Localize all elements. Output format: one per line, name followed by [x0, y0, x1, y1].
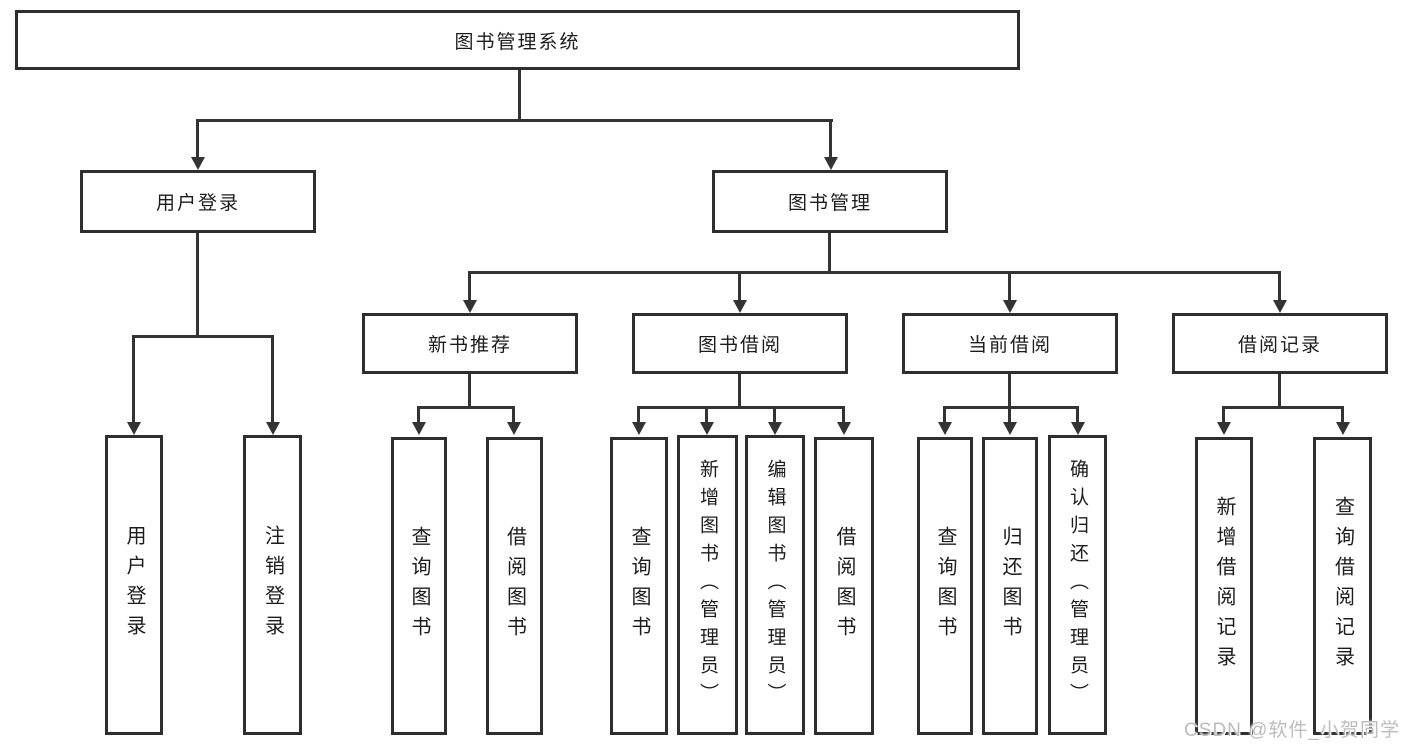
connector-line	[196, 233, 199, 338]
connector-line	[1278, 374, 1281, 408]
connector-line	[842, 406, 845, 424]
node-borrow-records-label: 借阅记录	[1237, 335, 1322, 356]
leaf-query-books-current: 查询图书	[917, 437, 973, 735]
leaf-query-borrow-record-label: 查询借阅记录	[1331, 496, 1354, 676]
connector-line	[132, 335, 135, 424]
leaf-logout-label: 注销登录	[261, 525, 284, 645]
arrow-down-icon	[266, 422, 280, 435]
arrow-down-icon	[700, 422, 714, 435]
arrow-down-icon	[1273, 300, 1287, 313]
connector-line	[1076, 406, 1079, 424]
leaf-borrow-books-label: 借阅图书	[833, 526, 855, 646]
leaf-borrow-books-recommend: 借阅图书	[486, 437, 543, 735]
connector-line	[468, 271, 1281, 274]
connector-line	[196, 119, 199, 160]
connector-line	[1278, 271, 1281, 302]
leaf-query-borrow-record: 查询借阅记录	[1313, 437, 1372, 735]
connector-line	[1341, 406, 1344, 424]
arrow-down-icon	[412, 422, 426, 435]
arrow-down-icon	[1003, 300, 1017, 313]
node-book-borrow: 图书借阅	[632, 313, 848, 374]
connector-line	[943, 406, 946, 424]
arrow-down-icon	[1003, 422, 1017, 435]
arrow-down-icon	[1071, 422, 1085, 435]
connector-line	[196, 119, 833, 122]
connector-line	[1008, 374, 1011, 408]
arrow-down-icon	[768, 422, 782, 435]
leaf-query-books-label: 查询图书	[628, 526, 650, 646]
connector-line	[1008, 271, 1011, 302]
leaf-edit-book-admin: 编辑图书（管理员）	[745, 435, 805, 735]
connector-line	[637, 406, 640, 424]
leaf-logout: 注销登录	[243, 435, 302, 735]
leaf-query-books-borrow: 查询图书	[610, 437, 668, 735]
connector-line	[468, 271, 471, 302]
connector-line	[738, 271, 741, 302]
leaf-user-login-label: 用户登录	[123, 525, 145, 645]
arrow-down-icon	[938, 422, 952, 435]
node-new-book-recommend: 新书推荐	[362, 313, 578, 374]
connector-line	[1222, 406, 1225, 424]
node-book-management-label: 图书管理	[787, 193, 872, 214]
connector-line	[1008, 406, 1011, 424]
leaf-edit-book-admin-label: 编辑图书（管理员）	[764, 459, 786, 711]
connector-line	[468, 374, 471, 408]
leaf-return-book: 归还图书	[982, 437, 1038, 735]
leaf-return-book-label: 归还图书	[999, 526, 1021, 646]
connector-line	[1222, 406, 1344, 409]
leaf-borrow-books-borrow: 借阅图书	[814, 437, 874, 735]
arrow-down-icon	[463, 300, 477, 313]
connector-line	[637, 406, 845, 409]
node-current-borrow: 当前借阅	[902, 313, 1118, 374]
arrow-down-icon	[1336, 422, 1350, 435]
connector-line	[512, 406, 515, 424]
csdn-watermark: CSDN @软件_小贺同学	[1184, 720, 1400, 741]
leaf-query-books-recommend: 查询图书	[391, 437, 447, 735]
arrow-down-icon	[507, 422, 521, 435]
leaf-confirm-return-admin: 确认归还（管理员）	[1048, 435, 1107, 735]
arrow-down-icon	[191, 157, 205, 170]
node-borrow-records: 借阅记录	[1172, 313, 1388, 374]
leaf-add-borrow-record-label: 新增借阅记录	[1213, 496, 1235, 676]
node-book-borrow-label: 图书借阅	[697, 335, 782, 356]
connector-line	[271, 335, 274, 424]
arrow-down-icon	[733, 300, 747, 313]
arrow-down-icon	[837, 422, 851, 435]
connector-line	[705, 406, 708, 424]
leaf-query-books-label: 查询图书	[408, 526, 430, 646]
connector-line	[773, 406, 776, 424]
node-book-management: 图书管理	[712, 170, 948, 233]
node-root-label: 图书管理系统	[454, 31, 581, 53]
leaf-query-books-label: 查询图书	[934, 526, 956, 646]
arrow-down-icon	[127, 422, 141, 435]
leaf-borrow-books-label: 借阅图书	[503, 526, 526, 646]
leaf-add-book-admin-label: 新增图书（管理员）	[697, 459, 718, 711]
arrow-down-icon	[632, 422, 646, 435]
leaf-add-borrow-record: 新增借阅记录	[1195, 437, 1253, 735]
connector-line	[518, 70, 521, 121]
leaf-add-book-admin: 新增图书（管理员）	[677, 435, 738, 735]
node-current-borrow-label: 当前借阅	[967, 335, 1052, 356]
node-user-login-label: 用户登录	[155, 193, 240, 214]
node-new-book-recommend-label: 新书推荐	[427, 335, 512, 356]
arrow-down-icon	[1217, 422, 1231, 435]
connector-line	[417, 406, 420, 424]
leaf-confirm-return-admin-label: 确认归还（管理员）	[1067, 459, 1088, 711]
leaf-user-login: 用户登录	[105, 435, 163, 735]
arrow-down-icon	[824, 157, 838, 170]
connector-line	[829, 119, 832, 160]
node-user-login: 用户登录	[80, 170, 316, 233]
node-root: 图书管理系统	[15, 10, 1020, 70]
connector-line	[943, 406, 1079, 409]
connector-line	[417, 406, 515, 409]
connector-line	[132, 335, 274, 338]
connector-line	[738, 374, 741, 408]
connector-line	[828, 233, 831, 274]
